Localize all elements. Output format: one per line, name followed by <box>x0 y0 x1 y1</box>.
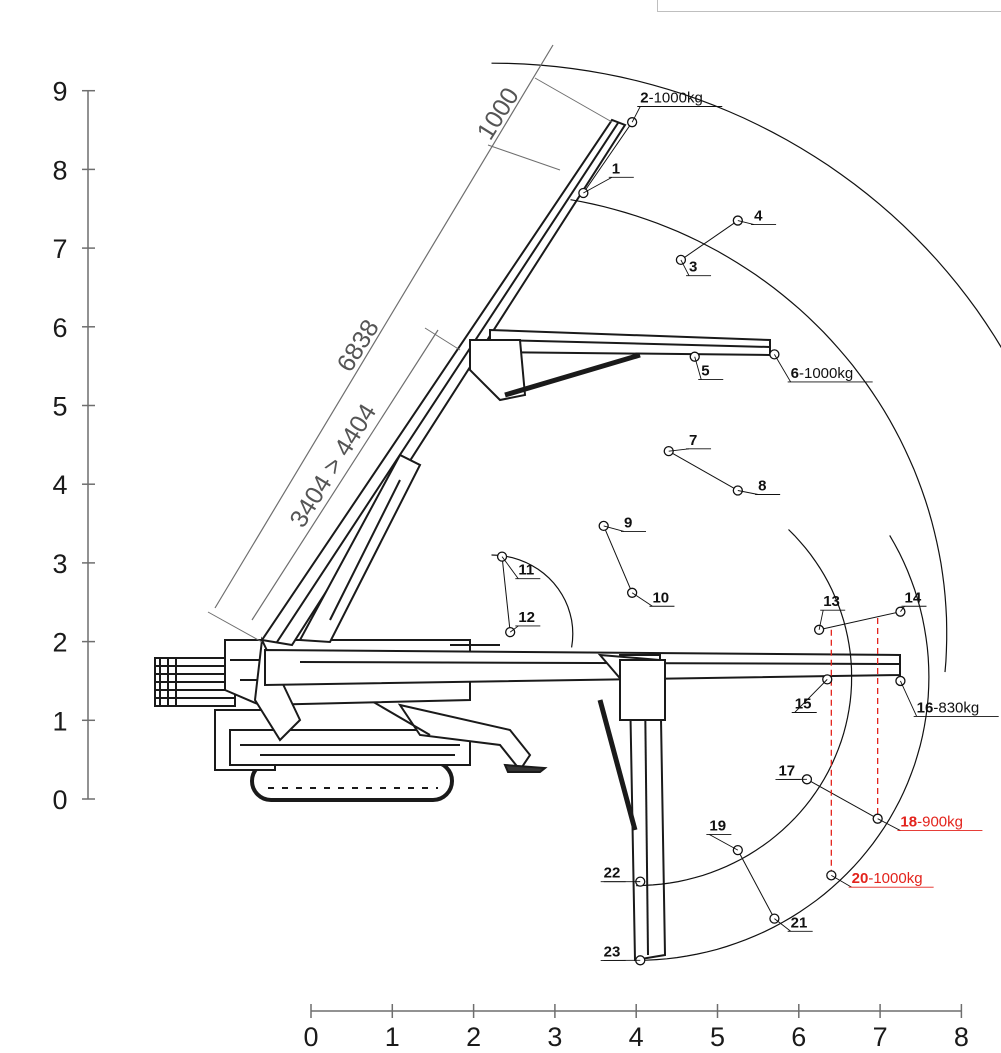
point-label-p8: 8 <box>758 477 766 494</box>
load-label-p18: 18-900kg <box>900 814 963 831</box>
point-label-p7: 7 <box>689 432 697 449</box>
y-tick-label: 2 <box>52 628 67 658</box>
dim-label-6838: 6838 <box>332 315 385 377</box>
point-label-p1: 1 <box>612 160 620 177</box>
crane-machine-drawing <box>155 120 900 960</box>
load-point-capacity: -1000kg <box>799 365 853 382</box>
main-boom-raised <box>262 120 625 645</box>
y-tick-label: 7 <box>52 234 67 264</box>
load-point-number: 6 <box>791 365 799 382</box>
dim-ext-tele <box>425 328 460 350</box>
y-tick-label: 9 <box>52 77 67 107</box>
load-point-capacity: -900kg <box>917 814 963 831</box>
load-point-capacity: -830kg <box>933 699 979 716</box>
x-tick-label: 7 <box>873 1022 888 1048</box>
arc-connector <box>807 779 878 818</box>
load-point-number: 16 <box>917 699 934 716</box>
inner-arc-lower <box>636 530 851 886</box>
y-tick-label: 3 <box>52 549 67 579</box>
point-label-p22: 22 <box>604 865 621 882</box>
inner-arc-upper <box>571 200 947 672</box>
point-label-p4: 4 <box>754 208 763 225</box>
x-tick-label: 2 <box>466 1022 481 1048</box>
y-tick-label: 6 <box>52 313 67 343</box>
x-tick-label: 4 <box>629 1022 644 1048</box>
arc-connector <box>738 850 775 918</box>
point-label-p14: 14 <box>904 589 921 606</box>
y-tick-label: 5 <box>52 392 67 422</box>
point-label-p19: 19 <box>709 817 726 834</box>
point-label-p15: 15 <box>795 695 812 712</box>
load-point-capacity: -1000kg <box>868 870 922 887</box>
x-tick-label: 8 <box>954 1022 969 1048</box>
y-tick-label: 1 <box>52 706 67 736</box>
leader-line-p19 <box>709 834 737 850</box>
y-tick-label: 8 <box>52 155 67 185</box>
point-label-p17: 17 <box>778 762 795 779</box>
load-label-p2: 2-1000kg <box>640 90 703 107</box>
load-label-p6: 6-1000kg <box>791 365 854 382</box>
leader-line-p6 <box>774 354 790 382</box>
arc-connector <box>604 526 632 593</box>
dim-ext-tip <box>535 78 612 122</box>
point-label-p5: 5 <box>701 363 709 380</box>
point-label-p21: 21 <box>791 914 808 931</box>
header-frame-corner <box>657 0 1001 12</box>
arc-connector <box>669 451 738 490</box>
dim-ext-mid <box>488 145 560 170</box>
load-label-p16: 16-830kg <box>917 699 980 716</box>
leader-line-p16 <box>900 681 916 716</box>
load-point-number: 20 <box>852 870 869 887</box>
arc-connector <box>502 557 510 633</box>
load-point-number: 2 <box>640 90 648 107</box>
counterweight-rods <box>155 658 235 706</box>
lower-boom-horizontal <box>265 645 900 685</box>
x-tick-label: 6 <box>791 1022 806 1048</box>
x-tick-label: 5 <box>710 1022 725 1048</box>
point-label-p3: 3 <box>689 259 697 276</box>
outer-arc-lower <box>636 535 929 960</box>
y-tick-label: 0 <box>52 785 67 815</box>
point-label-p13: 13 <box>823 593 840 610</box>
point-label-p10: 10 <box>652 589 669 606</box>
dim-label-1000: 1000 <box>472 83 525 145</box>
arc-connector <box>819 612 900 630</box>
point-label-p12: 12 <box>518 609 535 626</box>
leader-line-p10 <box>632 593 652 606</box>
x-tick-label: 1 <box>385 1022 400 1048</box>
point-label-p23: 23 <box>604 943 621 960</box>
arc-connector <box>681 221 738 260</box>
outer-arc-upper <box>492 63 1001 683</box>
load-point-capacity: -1000kg <box>649 90 703 107</box>
load-label-p20: 20-1000kg <box>852 870 923 887</box>
point-label-p11: 11 <box>518 562 534 579</box>
y-tick-label: 4 <box>52 470 67 500</box>
jib-raised <box>470 330 770 400</box>
point-label-p9: 9 <box>624 514 632 531</box>
load-point-number: 18 <box>900 814 917 831</box>
x-tick-label: 0 <box>303 1022 318 1048</box>
fly-vertical <box>600 655 665 960</box>
x-tick-label: 3 <box>547 1022 562 1048</box>
